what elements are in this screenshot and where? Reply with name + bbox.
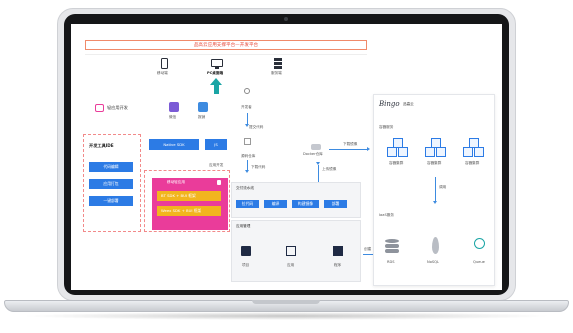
developer-label: 开发者 [241, 105, 252, 109]
nosql-leaf-icon [432, 237, 439, 254]
pc-arrow-shaft [214, 84, 219, 94]
pipeline-step-4: 部署 [324, 200, 347, 208]
cluster-cube-icon-3 [463, 138, 484, 158]
cluster-cube-icon-2 [425, 138, 446, 158]
laptop-shadow [20, 312, 553, 320]
screen: 品高云应用支撑平台—开发平台 移动端 PC桌面端 服务端 轻应用开发 微信 报销… [71, 24, 502, 290]
service-rds: RDS [387, 260, 395, 264]
app-mgmt-title: 应用管理 [236, 224, 251, 228]
apple-icon [217, 180, 221, 185]
device-pc-label: PC桌面端 [207, 71, 224, 75]
pc-up-arrow-icon [210, 78, 222, 85]
laptop-notch [252, 300, 320, 304]
platform-banner: 品高云应用支撑平台—开发平台 [85, 40, 367, 50]
schedule-arrow [433, 177, 437, 204]
mobile-app-block [152, 178, 228, 230]
ide-title: 开发工具IDE [89, 143, 114, 148]
deploy-download-arrow [329, 147, 370, 151]
sdk-weex-bar: Weex SDK + BUI 框架 [157, 206, 221, 216]
docker-label: Docker仓库 [303, 152, 323, 156]
docker-icon [311, 144, 321, 150]
create-label: 创建 [364, 247, 372, 251]
mobile-device-icon [161, 58, 168, 69]
ide-deploy: 一键部署 [89, 196, 133, 206]
upload-arrow [316, 162, 320, 185]
expense-label: 报销 [198, 115, 206, 119]
submit-label: 提交代码 [249, 125, 264, 129]
service-nosql: NoSQL [427, 260, 439, 264]
upload-label: 上传镜像 [322, 167, 337, 171]
application-icon [286, 246, 296, 256]
cluster-label-2: 容器集群 [427, 161, 442, 165]
js-sdk-bar: JS [205, 139, 227, 150]
project-icon [241, 246, 251, 256]
wechat-app-icon [169, 102, 179, 112]
app-dev-panel [144, 170, 230, 232]
bingo-name: 品高云 [403, 102, 414, 106]
repo-icon [244, 138, 251, 145]
cluster-cube-icon-1 [387, 138, 408, 158]
mobile-app-title: 移动轻应用 [167, 180, 185, 184]
camera-icon [284, 17, 288, 21]
cluster-label-1: 容器集群 [389, 161, 404, 165]
bingo-logo: Bingo [379, 100, 400, 108]
app-mgmt-program: 程序 [334, 263, 342, 267]
sdk-bt-bar: BT SDK + BUI 框架 [157, 191, 221, 201]
schedule-label: 调用 [439, 185, 447, 189]
service-queue: Queue [473, 260, 485, 264]
bingo-cloud-panel [373, 94, 495, 286]
create-arrow [363, 252, 376, 256]
download-label: 下载代码 [251, 165, 266, 169]
device-server-label: 服务端 [271, 71, 282, 75]
expense-app-icon [198, 102, 208, 112]
repo-label: 源码仓库 [241, 154, 256, 158]
light-app-title: 轻应用开发 [107, 105, 128, 110]
pc-stand-icon [215, 67, 219, 69]
banner-divider [85, 54, 367, 55]
pipeline-title: 交付流水线 [236, 186, 254, 190]
download-arrow [245, 160, 249, 173]
app-mgmt-project: 项目 [242, 263, 250, 267]
cluster-label-3: 容器集群 [465, 161, 480, 165]
app-mgmt-app: 应用 [287, 263, 295, 267]
server-icon [274, 58, 282, 69]
queue-icon [474, 238, 485, 249]
device-mobile-label: 移动端 [157, 71, 168, 75]
developer-icon [244, 88, 250, 94]
rds-database-icon [385, 239, 399, 255]
native-sdk-bar: Native SDK [149, 139, 199, 150]
program-icon [333, 246, 343, 256]
app-dev-label: 应用开发 [209, 163, 224, 167]
submit-arrow [245, 113, 249, 127]
ide-package: 应用打包 [89, 179, 133, 189]
iaas-title: IaaS服务 [379, 213, 394, 217]
ide-panel [83, 134, 141, 232]
ide-code-edit: 代码编辑 [89, 162, 133, 172]
pipeline-step-1: 拉代码 [236, 200, 259, 208]
light-app-icon [95, 104, 104, 112]
deploy-download-label: 下载镜像 [343, 142, 358, 146]
container-title: 容器服务 [379, 125, 394, 129]
wechat-label: 微信 [169, 115, 177, 119]
pipeline-step-3: 构建镜像 [292, 200, 319, 208]
pc-monitor-icon [211, 59, 223, 67]
pipeline-step-2: 编译 [264, 200, 287, 208]
